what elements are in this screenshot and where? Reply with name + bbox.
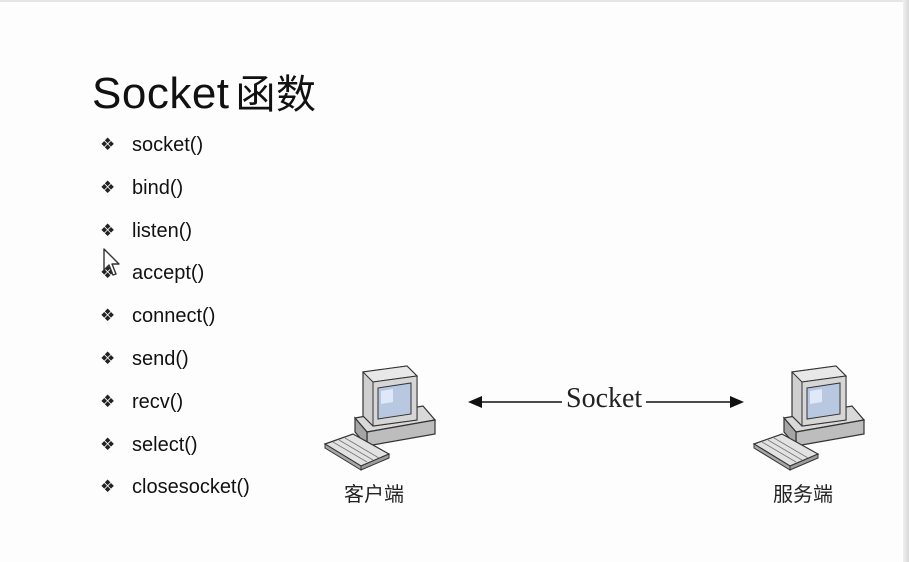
title-cn: 函数 bbox=[235, 72, 317, 118]
socket-connection-label: Socket bbox=[562, 383, 647, 415]
mouse-cursor-icon bbox=[103, 248, 120, 276]
function-name: select() bbox=[132, 433, 198, 456]
top-rule bbox=[0, 0, 909, 2]
function-name: closesocket() bbox=[132, 476, 250, 499]
title-main: Socket bbox=[92, 69, 230, 118]
diamond-bullet-icon: ❖ bbox=[100, 348, 116, 368]
computer-icon bbox=[752, 365, 866, 471]
diamond-bullet-icon: ❖ bbox=[100, 477, 116, 497]
function-name: send() bbox=[132, 347, 189, 370]
function-name: connect() bbox=[132, 305, 216, 328]
function-name: recv() bbox=[132, 390, 184, 413]
computer-icon bbox=[323, 365, 437, 471]
window-edge bbox=[903, 0, 909, 562]
diamond-bullet-icon: ❖ bbox=[100, 391, 116, 411]
function-name: socket() bbox=[132, 134, 204, 156]
diamond-bullet-icon: ❖ bbox=[100, 220, 116, 240]
diamond-bullet-icon: ❖ bbox=[100, 177, 116, 197]
client-label: 客户端 bbox=[344, 482, 404, 506]
diamond-bullet-icon: ❖ bbox=[100, 135, 116, 154]
function-name: accept() bbox=[132, 262, 205, 285]
server-label: 服务端 bbox=[773, 482, 833, 506]
diamond-bullet-icon: ❖ bbox=[100, 434, 116, 454]
function-name: listen() bbox=[132, 219, 193, 242]
function-name: bind() bbox=[132, 176, 184, 199]
diamond-bullet-icon: ❖ bbox=[100, 306, 116, 326]
